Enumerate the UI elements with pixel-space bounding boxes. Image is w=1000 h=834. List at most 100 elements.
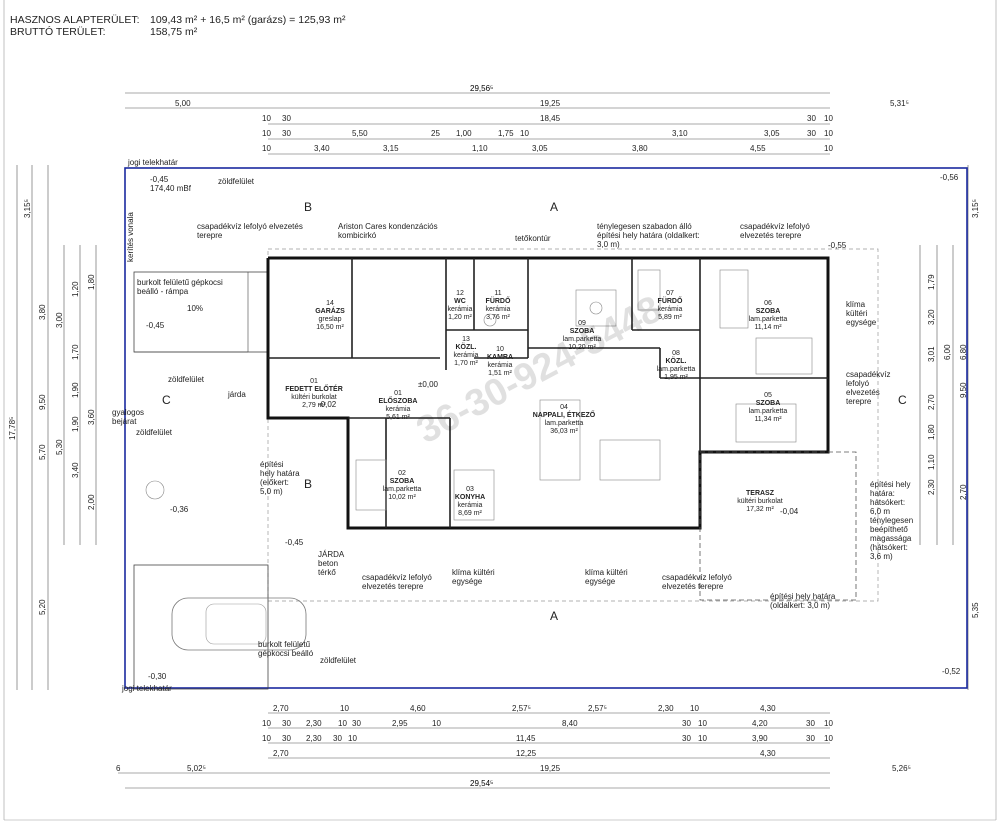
dim-label: 5,70 <box>38 444 47 460</box>
room-text: KAMRA <box>486 354 514 361</box>
dim-label: 3,01 <box>927 346 936 362</box>
room-text: 01 <box>310 378 318 385</box>
dim-label: 5,26⁵ <box>892 764 911 773</box>
dim-label: 30 <box>807 114 816 123</box>
elevation-045b: -0,45 <box>285 538 304 547</box>
right-dimension-chains <box>919 165 969 690</box>
dim-bottom-row2: 10 30 2,30 10 30 2,95 10 8,40 30 10 4,20… <box>262 719 833 728</box>
dim-label: 3,00 <box>55 312 64 328</box>
dim-top-row2: 10 30 18,45 30 10 <box>262 114 833 123</box>
dim-label: 1,90 <box>71 416 80 432</box>
left-dimension-chains <box>16 165 97 690</box>
dim-label: 2,70 <box>273 749 289 758</box>
bottom-dimension-chains <box>118 712 830 789</box>
dim-label: 3,05 <box>764 129 780 138</box>
dim-top-row4: 10 3,40 3,15 1,10 3,05 3,80 4,55 10 <box>262 144 833 153</box>
room-text: 3,76 m² <box>486 314 510 321</box>
room-text: 04 <box>560 404 568 411</box>
room-text: lam.parketta <box>656 366 696 373</box>
dim-label: 5,20 <box>38 599 47 615</box>
dim-label: 2,30 <box>658 704 674 713</box>
dim-label: 3,80 <box>38 304 47 320</box>
dim-label: 10 <box>824 719 833 728</box>
dim-label: 5,30 <box>55 439 64 455</box>
room-text: 10,02 m² <box>388 494 416 501</box>
dim-label: 2,30 <box>306 734 322 743</box>
elevation-036: -0,36 <box>170 505 189 514</box>
dim-label: 3,10 <box>672 129 688 138</box>
elevation-ramp: -0,45 <box>146 321 165 330</box>
dim-label: 5,02⁵ <box>187 764 206 773</box>
dim-label: 10 <box>698 734 707 743</box>
dim-label: 3,40 <box>314 144 330 153</box>
room-text: 12 <box>456 290 464 297</box>
dim-label: 1,10 <box>472 144 488 153</box>
drain-south-1: csapadékvíz lefolyó elvezetés terepre <box>362 573 432 591</box>
room-text: 5,89 m² <box>658 314 682 321</box>
dim-label: 10 <box>520 129 529 138</box>
dim-label: 30 <box>352 719 361 728</box>
dim-label: 1,79 <box>927 274 936 290</box>
dim-label: 6 <box>116 764 121 773</box>
dim-bottom-row5: 6 5,02⁵ 19,25 5,26⁵ <box>116 764 911 773</box>
room-text: 08 <box>672 350 680 357</box>
section-a-bottom: A <box>550 609 559 623</box>
green-area-3: zöldfelület <box>136 428 173 437</box>
dim-label: 3,80 <box>632 144 648 153</box>
dim-label: 3,60 <box>87 409 96 425</box>
dim-label: 1,90 <box>71 382 80 398</box>
section-c-left: C <box>162 393 171 407</box>
dim-label: 19,25 <box>540 99 561 108</box>
dim-label: 19,25 <box>540 764 561 773</box>
dim-label: 10 <box>262 719 271 728</box>
ac-unit-east: klíma kültéri egysége <box>846 300 877 327</box>
gross-area-value: 158,75 m² <box>150 26 198 38</box>
green-area-label: zöldfelület <box>218 177 255 186</box>
room-text: SZOBA <box>389 478 415 485</box>
room-text: 01 <box>394 390 402 397</box>
room-text: kerámia <box>657 306 683 313</box>
room-text: FEDETT ELŐTÉR <box>285 386 343 393</box>
room-text: kültéri burkolat <box>737 498 783 505</box>
buildable-limit-east: építési hely határa: hátsókert: 6,0 m té… <box>870 480 914 561</box>
dim-label: 10 <box>824 734 833 743</box>
green-area-4: zöldfelület <box>320 656 357 665</box>
net-area-value: 109,43 m² + 16,5 m² (garázs) = 125,93 m² <box>150 14 346 26</box>
room-text: SZOBA <box>755 308 781 315</box>
dim-label: 12,25 <box>516 749 537 758</box>
dim-label: 10 <box>824 144 833 153</box>
room-text: kerámia <box>385 406 411 413</box>
dim-label: 3,15⁵ <box>971 199 980 218</box>
dim-label: 10 <box>690 704 699 713</box>
room-text: 10,20 m² <box>568 344 596 351</box>
dim-label: 3,40 <box>71 462 80 478</box>
room-text: 36,03 m² <box>550 428 578 435</box>
elevation-002: -0,02 <box>318 400 337 409</box>
dim-label: 2,95 <box>392 719 408 728</box>
room-text: 8,69 m² <box>458 510 482 517</box>
green-area-2: zöldfelület <box>168 375 205 384</box>
dim-label: 30 <box>282 129 291 138</box>
dim-label: 11,45 <box>516 734 536 743</box>
right-dims-text: 3,15⁵ 1,79 3,20 3,01 6,00 6,80 2,70 9,50… <box>927 199 980 618</box>
dim-label: 10 <box>432 719 441 728</box>
dim-label: 2,30 <box>927 479 936 495</box>
dim-label: 1,70 <box>71 344 80 360</box>
dim-label: 3,15 <box>383 144 399 153</box>
dim-label: 4,60 <box>410 704 426 713</box>
dim-label: 10 <box>262 114 271 123</box>
room-text: kerámia <box>453 352 479 359</box>
legal-boundary-label-top: jogi telekhatár <box>128 158 178 167</box>
room-text: 03 <box>466 486 474 493</box>
room-text: KÖZL. <box>665 358 687 365</box>
dim-label: 30 <box>807 129 816 138</box>
room-text: 17,32 m² <box>746 506 774 513</box>
